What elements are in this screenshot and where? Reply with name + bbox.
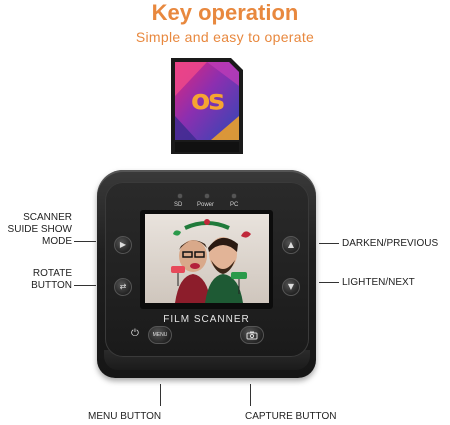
preview-photo [145, 214, 269, 303]
led-sd [178, 194, 182, 198]
rotate-label: ROTATE BUTTON [2, 268, 72, 292]
capture-leader [250, 384, 251, 406]
darken-leader [319, 243, 339, 244]
lighten-leader [319, 282, 339, 283]
triangle-up-icon: ▲ [287, 240, 295, 249]
led-power [205, 194, 209, 198]
triangle-down-icon: ▼ [287, 282, 295, 291]
rotate-label-line-2: BUTTON [31, 280, 72, 291]
darken-label: DARKEN/PREVIOUS [342, 238, 439, 249]
play-icon: ▶ [119, 240, 127, 249]
sd-card-image: os [167, 56, 247, 156]
page-title: Key operation [151, 0, 299, 25]
slideshow-label-line-1: SCANNER [23, 212, 72, 223]
slideshow-leader [74, 241, 96, 242]
capture-button[interactable] [240, 326, 264, 344]
led-label-pc: PC [230, 202, 239, 208]
rotate-icon: ⇄ [119, 282, 127, 291]
slideshow-label-line-3: MODE [42, 236, 72, 247]
capture-label: CAPTURE BUTTON [245, 411, 337, 422]
menu-leader [160, 384, 161, 406]
menu-button[interactable]: MENU [148, 326, 172, 344]
lighten-label: LIGHTEN/NEXT [342, 277, 415, 288]
darken-previous-button[interactable]: ▲ [282, 236, 300, 254]
slideshow-label: SCANNER SUIDE SHOW MODE [2, 212, 72, 248]
menu-icon: MENU [152, 332, 168, 338]
sd-card-graphic [171, 58, 243, 154]
brand-label: FILM SCANNER [163, 314, 250, 325]
led-label-sd: SD [174, 202, 183, 208]
rotate-label-line-1: ROTATE [32, 268, 72, 279]
camera-icon [246, 331, 258, 339]
slideshow-button[interactable]: ▶ [114, 236, 132, 254]
slideshow-label-line-2: SUIDE SHOW [7, 224, 72, 235]
menu-label: MENU BUTTON [88, 411, 162, 422]
led-label-power: Power [197, 202, 215, 208]
preview-screen [145, 214, 269, 303]
power-icon: ⏻ [131, 328, 139, 339]
page-subtitle: Simple and easy to operate [135, 29, 315, 45]
sd-card-logo: os [191, 83, 225, 116]
rotate-button[interactable]: ⇄ [114, 278, 132, 296]
rotate-leader [74, 285, 96, 286]
led-pc [232, 194, 236, 198]
lighten-next-button[interactable]: ▼ [282, 278, 300, 296]
